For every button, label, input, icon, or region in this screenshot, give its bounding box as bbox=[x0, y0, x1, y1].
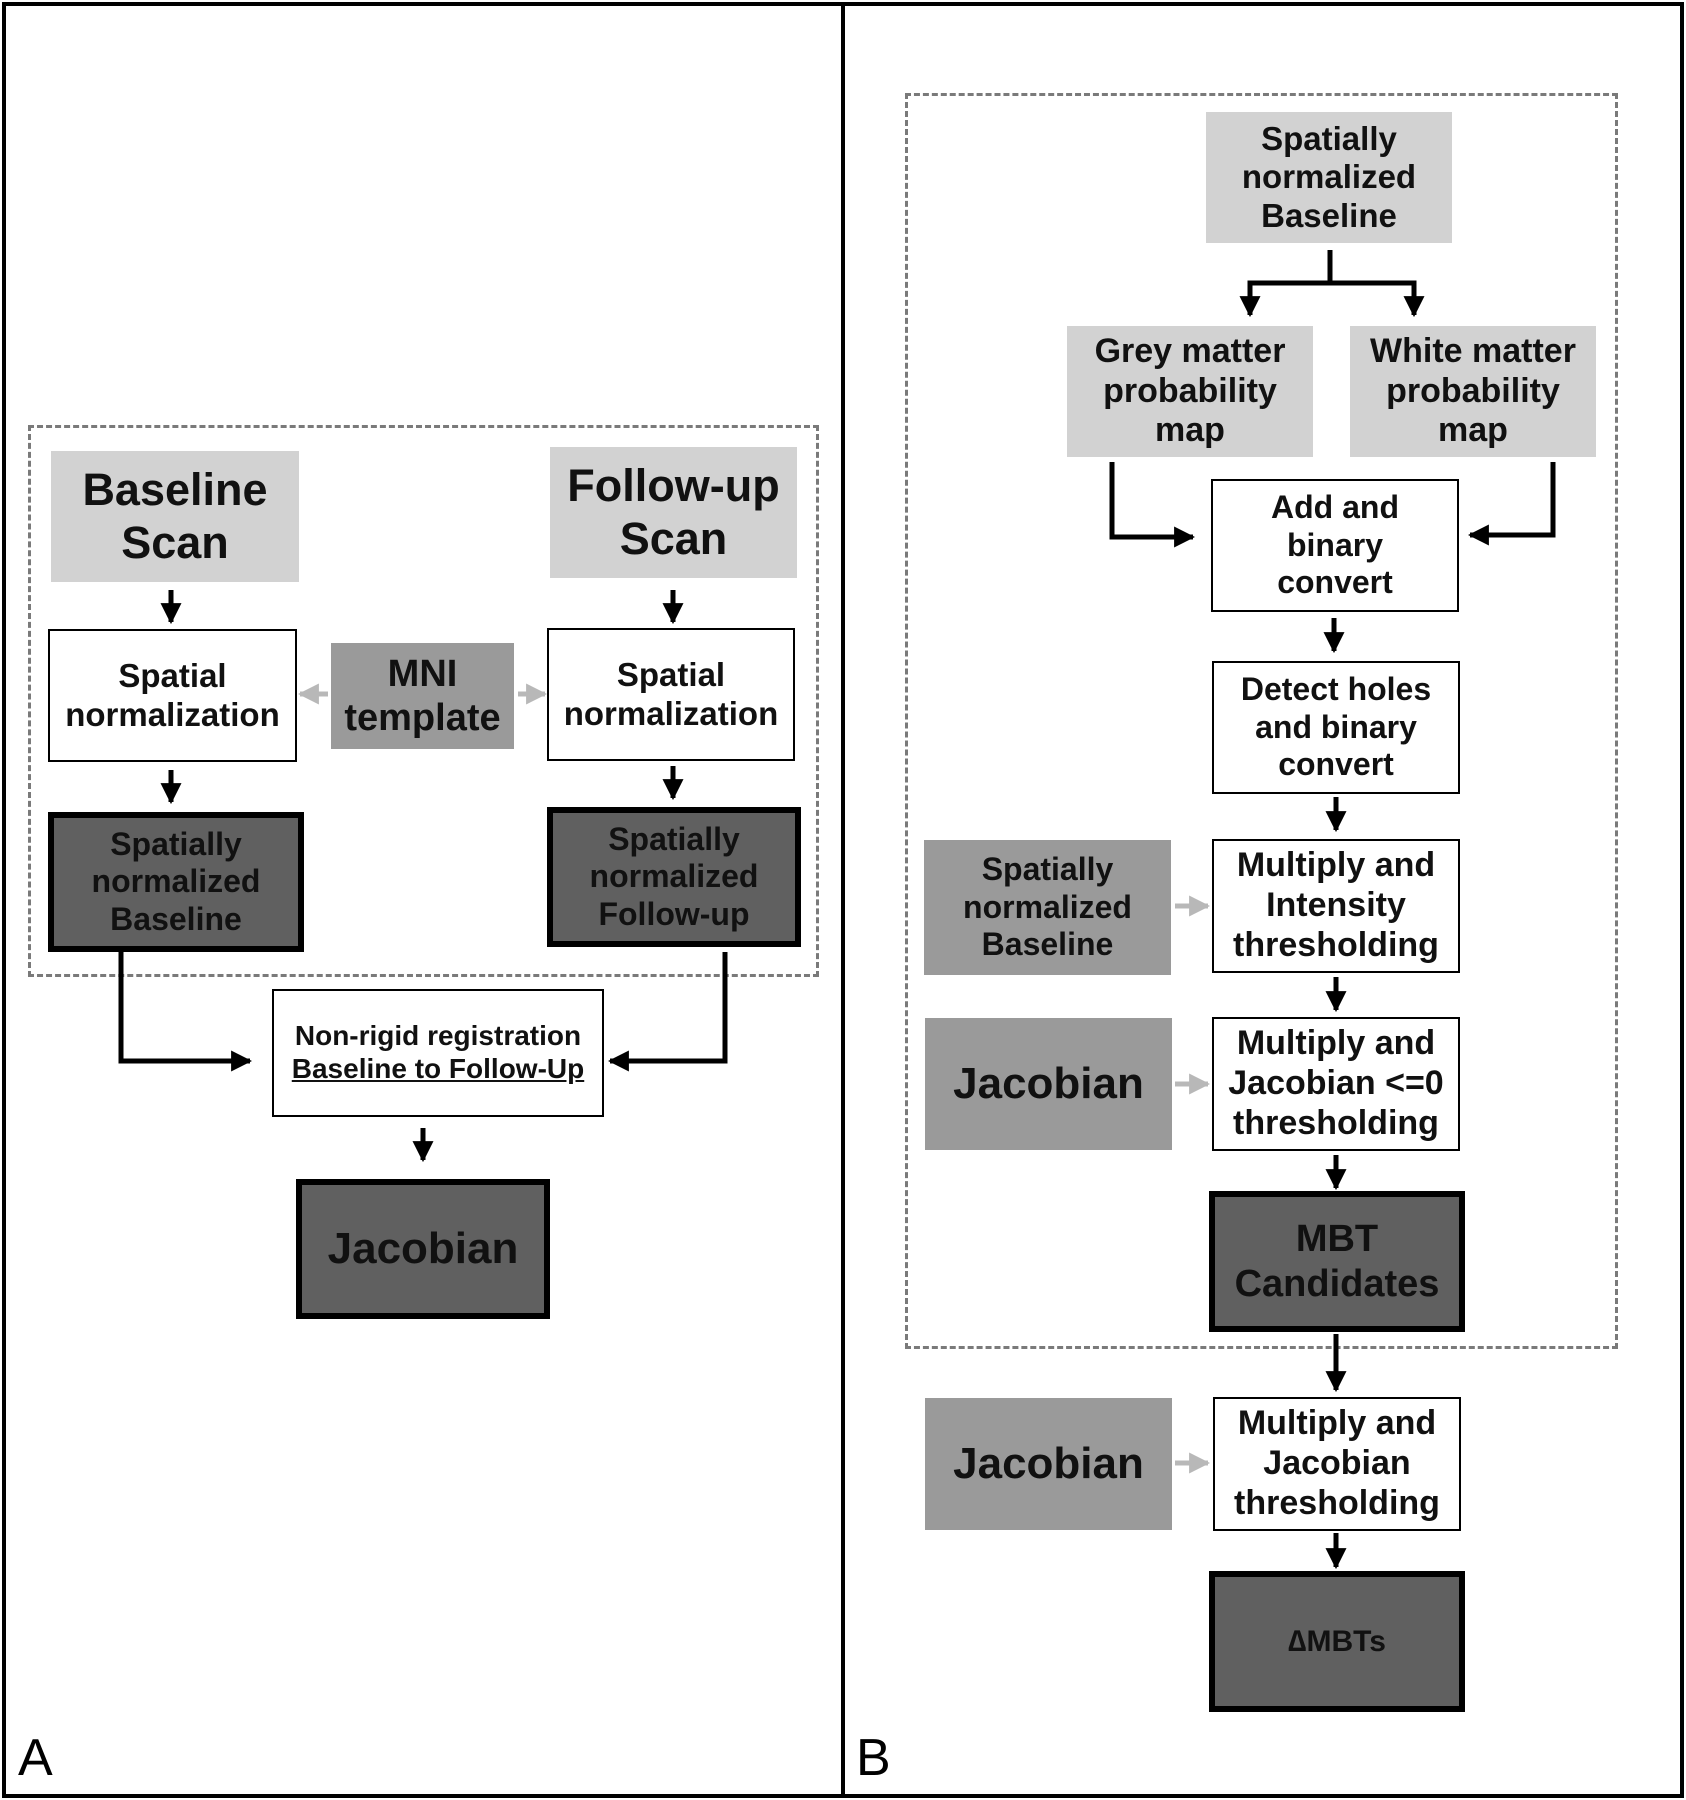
panel-b-arrows bbox=[1109, 250, 1556, 1570]
jacobian-input-2-box: Jacobian bbox=[925, 1398, 1172, 1530]
mbt-candidates-box: MBT Candidates bbox=[1209, 1191, 1465, 1332]
spatial-normalization-right-box: Spatial normalization bbox=[547, 628, 795, 761]
mni-template-box: MNI template bbox=[331, 643, 514, 749]
normalized-baseline-box: Spatially normalized Baseline bbox=[48, 812, 304, 952]
delta-mbts-box: ∆MBTs bbox=[1209, 1571, 1465, 1712]
panel-b-frame bbox=[841, 2, 1684, 1798]
normalized-followup-box: Spatially normalized Follow-up bbox=[547, 807, 801, 947]
registration-line-1: Non-rigid registration bbox=[294, 1020, 582, 1052]
multiply-intensity-box: Multiply and Intensity thresholding bbox=[1212, 839, 1460, 973]
registration-line-2: Baseline to Follow-Up bbox=[291, 1053, 585, 1084]
multiply-jacobian-box: Multiply and Jacobian thresholding bbox=[1213, 1397, 1461, 1531]
panel-a-dashed-group bbox=[28, 425, 819, 977]
panel-b-dashed-group bbox=[905, 93, 1618, 1349]
add-binary-convert-box: Add and binary convert bbox=[1211, 479, 1459, 612]
panel-b-label: B bbox=[856, 1729, 891, 1787]
non-rigid-registration-box: Non-rigid registration Baseline to Follo… bbox=[272, 989, 604, 1117]
jacobian-input-1-box: Jacobian bbox=[925, 1018, 1172, 1150]
baseline-scan-box: Baseline Scan bbox=[51, 451, 299, 582]
jacobian-result-box: Jacobian bbox=[296, 1179, 550, 1319]
panel-b-grey-arrows bbox=[1175, 895, 1211, 1474]
panel-a-label: A bbox=[18, 1729, 53, 1787]
grey-matter-map-box: Grey matter probability map bbox=[1067, 326, 1313, 457]
normalized-baseline-side-box: Spatially normalized Baseline bbox=[924, 840, 1171, 975]
spatial-normalization-left-box: Spatial normalization bbox=[48, 629, 297, 762]
panel-a-arrows bbox=[118, 590, 728, 1163]
normalized-baseline-top-box: Spatially normalized Baseline bbox=[1206, 112, 1452, 243]
white-matter-map-box: White matter probability map bbox=[1350, 326, 1596, 457]
multiply-jacobian-le0-box: Multiply and Jacobian <=0 thresholding bbox=[1212, 1017, 1460, 1151]
followup-scan-box: Follow-up Scan bbox=[550, 447, 797, 578]
detect-holes-box: Detect holes and binary convert bbox=[1212, 661, 1460, 794]
